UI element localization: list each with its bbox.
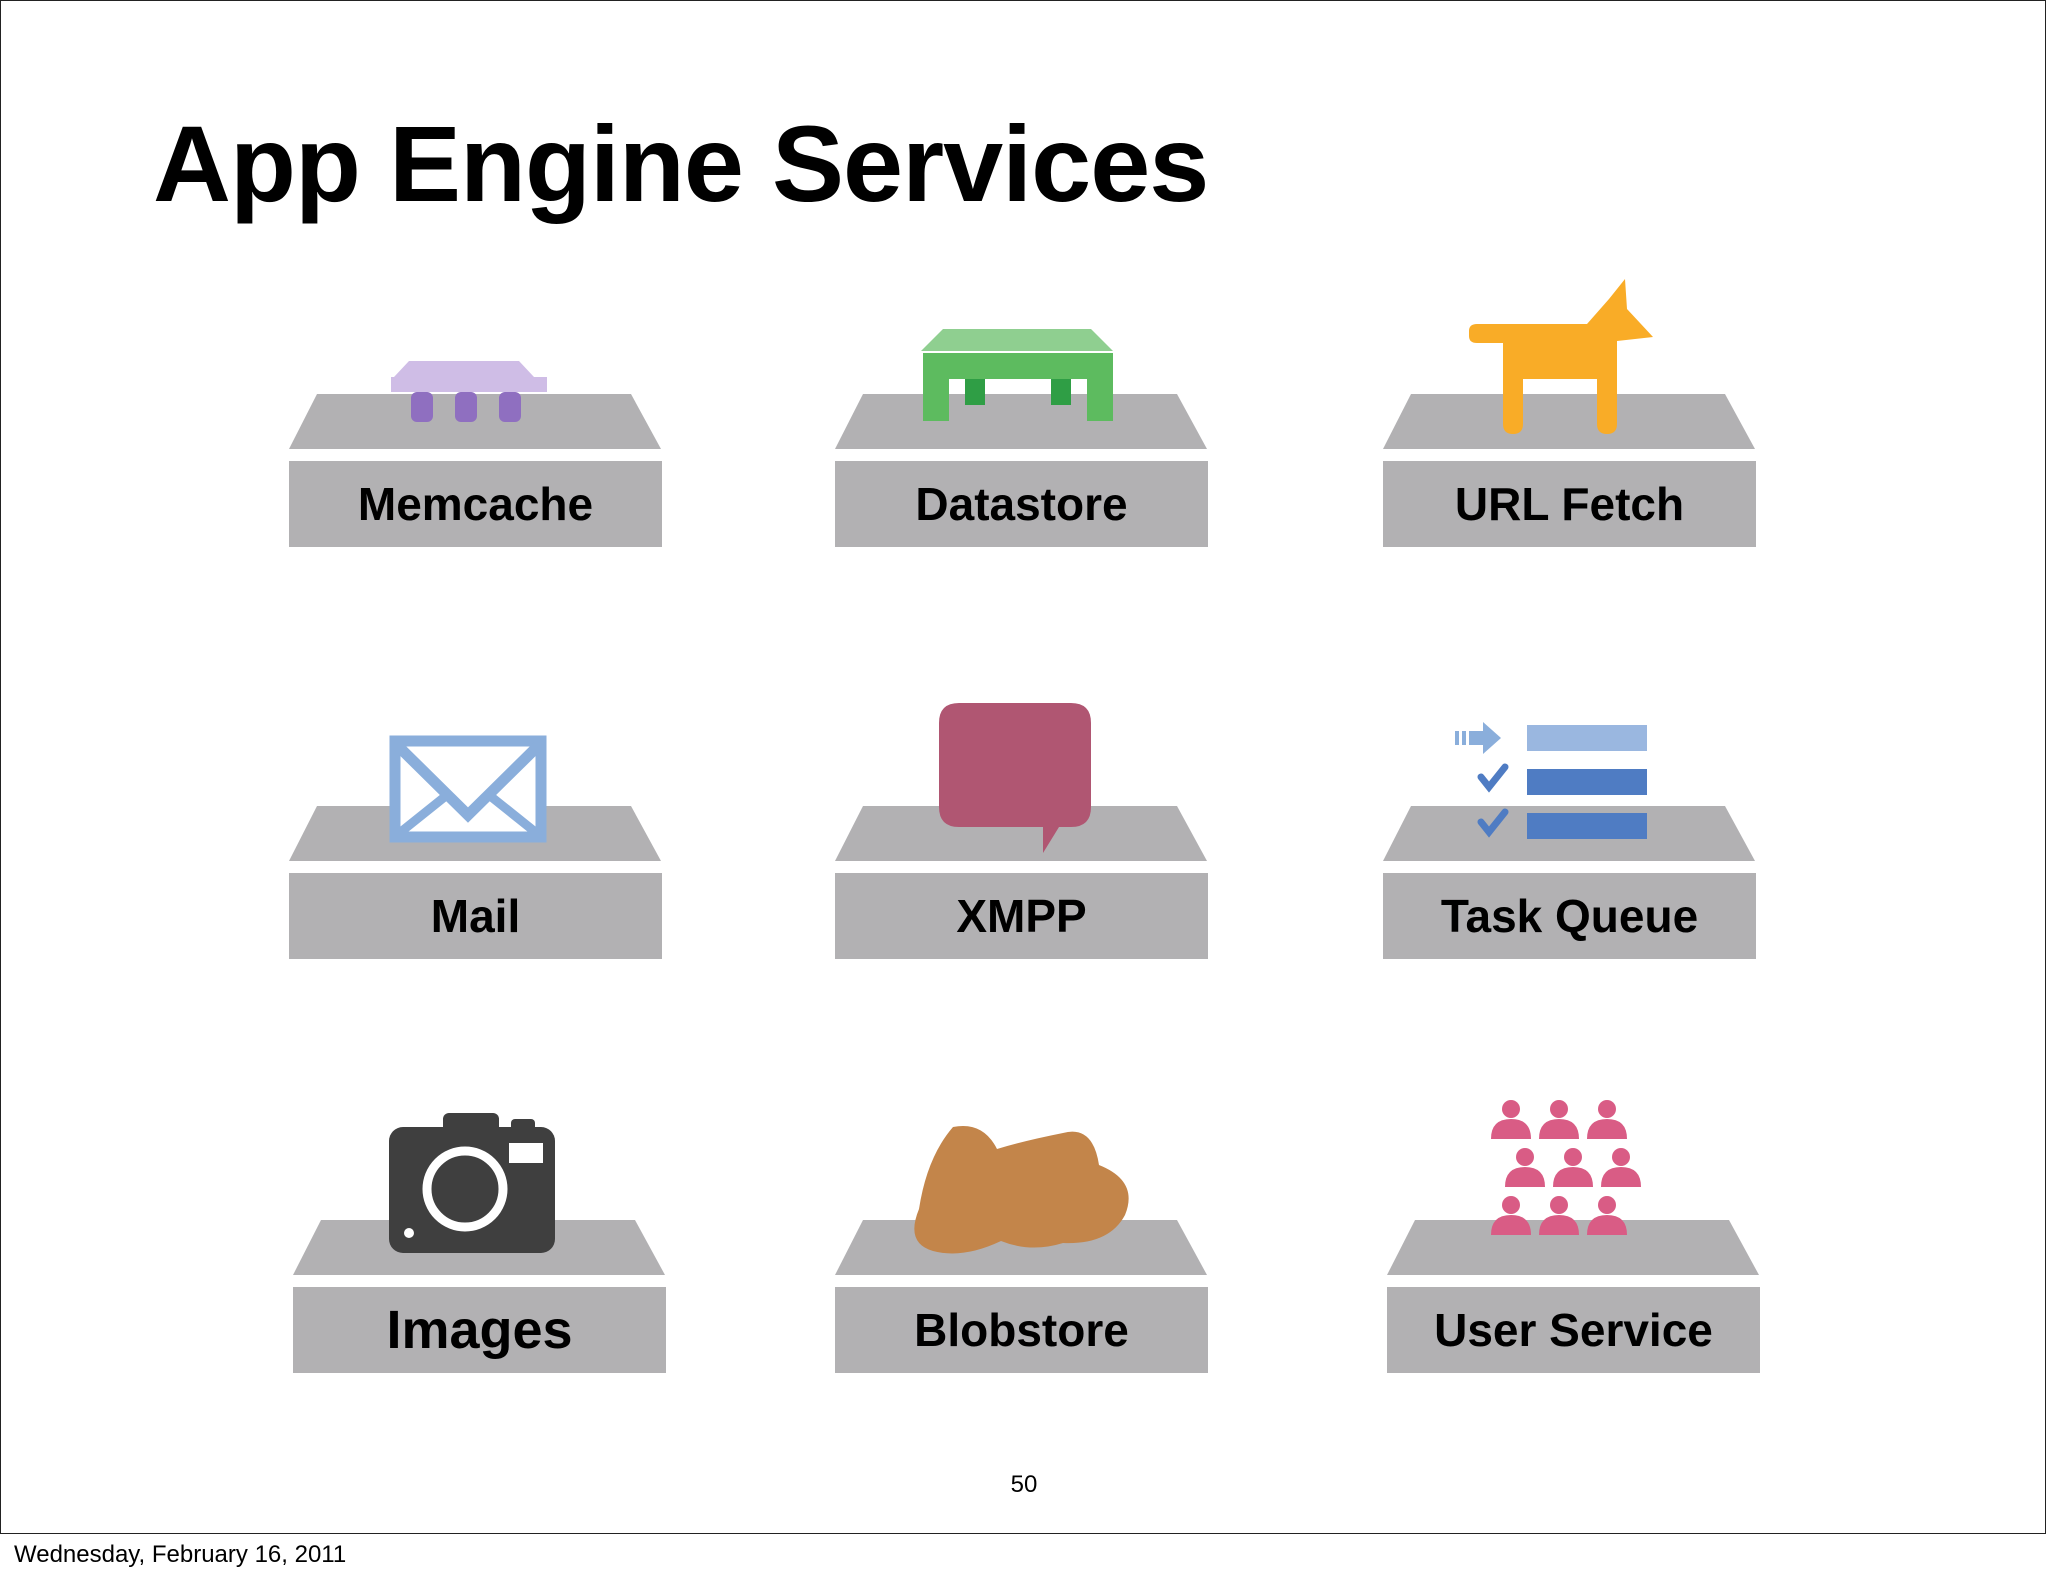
- service-tile-user-service: User Service: [1387, 1085, 1767, 1385]
- service-tile-images: Images: [293, 1085, 673, 1385]
- service-label: URL Fetch: [1383, 461, 1756, 547]
- service-tile-task-queue: Task Queue: [1383, 671, 1763, 971]
- service-tile-xmpp: XMPP: [835, 671, 1215, 971]
- platform-shape: [289, 394, 661, 449]
- service-label: Blobstore: [835, 1287, 1208, 1373]
- service-label: Task Queue: [1383, 873, 1756, 959]
- service-label: User Service: [1387, 1287, 1760, 1373]
- service-label: Images: [293, 1287, 666, 1373]
- service-tile-url-fetch: URL Fetch: [1383, 259, 1763, 559]
- memcache-chip-icon: [391, 361, 547, 422]
- service-tile-datastore: Datastore: [835, 259, 1215, 559]
- users-group-icon: [1491, 1100, 1641, 1235]
- page-number: 50: [1010, 1471, 1038, 1498]
- slide: App Engine Services Memcache Datastore: [0, 0, 2046, 1534]
- envelope-icon: [389, 735, 547, 843]
- platform-shape: [835, 806, 1207, 861]
- service-tile-memcache: Memcache: [289, 259, 669, 559]
- camera-icon: [389, 1113, 555, 1253]
- datastore-table-icon: [921, 329, 1113, 421]
- service-label: XMPP: [835, 873, 1208, 959]
- platform-shape: [1387, 1220, 1759, 1275]
- slide-title: App Engine Services: [153, 103, 1209, 224]
- platform-shape: [1383, 394, 1755, 449]
- speech-bubble-icon: [939, 703, 1091, 853]
- service-tile-blobstore: Blobstore: [835, 1085, 1215, 1385]
- task-list-icon: [1455, 722, 1647, 839]
- service-label: Mail: [289, 873, 662, 959]
- service-tile-mail: Mail: [289, 671, 669, 971]
- blob-icon: [914, 1125, 1129, 1254]
- service-label: Memcache: [289, 461, 662, 547]
- footer-date: Wednesday, February 16, 2011: [14, 1541, 347, 1568]
- dog-icon: [1469, 279, 1653, 434]
- service-label: Datastore: [835, 461, 1208, 547]
